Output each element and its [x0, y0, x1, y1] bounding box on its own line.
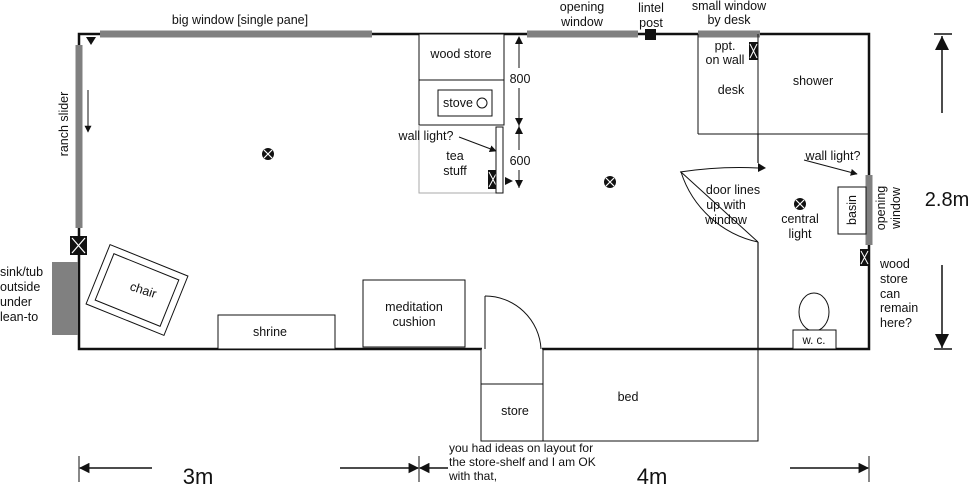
sink-tub-label: under: [0, 295, 32, 309]
sink-tub-label: outside: [0, 280, 40, 294]
tea-shelf: [495, 126, 504, 194]
wall-light-left-label: wall light?: [398, 129, 454, 143]
ranch-slider-label: ranch slider: [57, 92, 71, 157]
wood-store-remain-label: store: [880, 272, 908, 286]
wood-store-remain-label: can: [880, 287, 900, 301]
store-door-swing: [484, 295, 542, 350]
door-lines-label: window: [704, 213, 748, 227]
power-point-icon: [860, 249, 869, 266]
bed-label: bed: [618, 390, 639, 404]
desk-label: desk: [718, 83, 745, 97]
width-3m-label: 3m: [183, 464, 214, 486]
opening-window-top-label: window: [560, 15, 604, 29]
wc-label: w. c.: [801, 335, 825, 347]
wall-light-left-arrow: [458, 136, 497, 153]
light-icon: [794, 198, 806, 210]
door-lines-label: up with: [706, 198, 746, 212]
wood-store-label: wood store: [429, 47, 491, 61]
shower-label: shower: [793, 74, 833, 88]
opening-window-top-label: opening: [560, 0, 605, 14]
wc-cistern: [792, 329, 837, 350]
meditation-cushion-label: cushion: [392, 315, 435, 329]
opening-window-right-label: window: [889, 186, 903, 230]
sink-tub-label: sink/tub: [0, 265, 43, 279]
store: [480, 348, 544, 442]
ppt-label: on wall: [706, 53, 745, 67]
stove-flue-icon: [476, 97, 488, 109]
basin: [837, 186, 867, 235]
lintel-label: lintel: [638, 1, 664, 15]
wood-store-remain-label: here?: [880, 316, 912, 330]
tea-stuff-area: [418, 125, 496, 194]
height-dimension-label: 2.8m: [925, 189, 969, 211]
stove-label: stove: [443, 96, 473, 110]
meditation-cushion: [362, 279, 466, 348]
dimension-600: 600: [510, 154, 531, 168]
lintel-label: post: [639, 16, 663, 30]
bathroom-door-leaf: [680, 171, 759, 243]
wood-store-box: [418, 33, 505, 81]
small-window-label: small window: [692, 0, 767, 13]
toilet-bowl: [798, 292, 830, 332]
note-line: you had ideas on layout for: [449, 441, 593, 455]
bed-alcove: [542, 349, 759, 442]
slider-arrow-icon: [86, 37, 96, 45]
lintel-post: [645, 29, 656, 40]
central-light-label: central: [781, 212, 819, 226]
store-label: store: [501, 404, 529, 418]
basin-label: basin: [845, 195, 859, 225]
wood-store-remain-label: wood: [879, 257, 910, 271]
small-window-label: by desk: [707, 13, 751, 27]
wood-store-remain-label: remain: [880, 301, 918, 315]
shrine: [217, 314, 336, 350]
dimension-800: 800: [510, 72, 531, 86]
light-icon: [262, 148, 274, 160]
opening-window-right-label: opening: [874, 186, 888, 231]
note-line: with that,: [448, 469, 497, 483]
shrine-label: shrine: [253, 325, 287, 339]
tea-stuff-label: tea: [446, 149, 463, 163]
sink-tub-label: lean-to: [0, 310, 38, 324]
bathroom-door-swing: [680, 171, 759, 243]
pointer-arrow-icon: [505, 177, 513, 185]
power-point-icon: [749, 42, 758, 60]
wall-light-right-label: wall light?: [805, 149, 861, 163]
note-line: the store-shelf and I am OK: [449, 455, 596, 469]
tea-stuff-label: stuff: [443, 164, 467, 178]
wall-light-right-arrow: [803, 159, 858, 176]
width-4m-label: 4m: [637, 464, 668, 486]
meditation-cushion-label: meditation: [385, 300, 443, 314]
chair: [85, 243, 189, 337]
big-window-label: big window [single pane]: [172, 13, 308, 27]
ppt-label: ppt.: [715, 39, 736, 53]
sink-tub: [52, 262, 78, 335]
door-lines-label: door lines: [706, 183, 760, 197]
power-point-icon: [70, 236, 87, 255]
central-light-label: light: [789, 227, 812, 241]
light-icon: [604, 176, 616, 188]
